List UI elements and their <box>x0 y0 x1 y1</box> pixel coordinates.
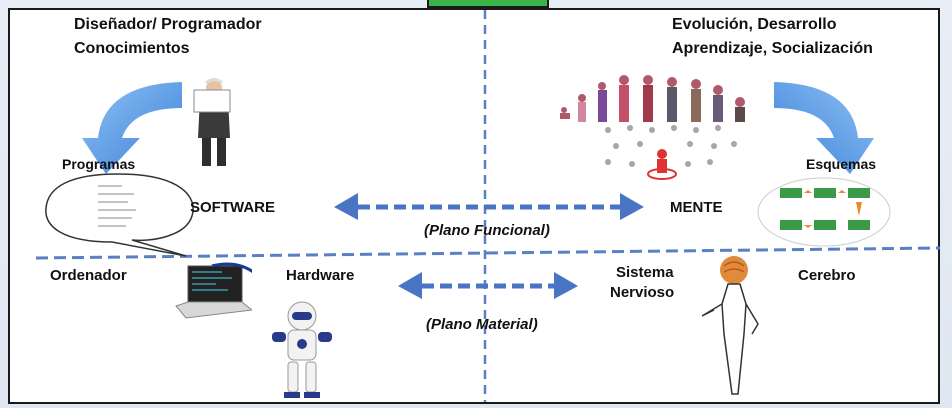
brain-label: Cerebro <box>798 267 856 284</box>
woman-brain-icon <box>701 256 759 395</box>
flowchart-scheme-icon <box>757 177 891 247</box>
knowledge-label: Conocimientos <box>74 40 190 57</box>
functional-plane-label: (Plano Funcional) <box>424 222 550 239</box>
system-label: Sistema <box>616 264 674 281</box>
evolution-label: Evolución, Desarrollo <box>672 16 837 33</box>
programmer-figure-icon <box>193 78 231 166</box>
schemes-label: Esquemas <box>806 156 877 172</box>
learning-label: Aprendizaje, Socialización <box>672 40 873 57</box>
human-evolution-icon <box>560 75 745 122</box>
designer-label: Diseñador/ Programador <box>74 16 262 33</box>
material-plane-label: (Plano Material) <box>426 316 538 333</box>
laptop-computer-icon <box>175 262 252 319</box>
crowd-figures-icon <box>605 125 737 180</box>
robot-hardware-icon <box>272 301 332 398</box>
nervous-label: Nervioso <box>610 284 675 301</box>
curved-arrow-right-icon <box>774 82 874 174</box>
software-label: SOFTWARE <box>190 199 275 216</box>
mind-label: MENTE <box>670 199 723 216</box>
curved-arrow-left-icon <box>82 82 182 174</box>
code-speech-bubble-icon <box>45 173 194 257</box>
title-tab <box>427 0 549 8</box>
functional-double-arrow-icon <box>334 193 644 220</box>
hardware-label: Hardware <box>286 267 355 284</box>
programs-label: Programas <box>62 156 136 172</box>
material-double-arrow-icon <box>398 272 578 299</box>
computer-label: Ordenador <box>50 267 127 284</box>
